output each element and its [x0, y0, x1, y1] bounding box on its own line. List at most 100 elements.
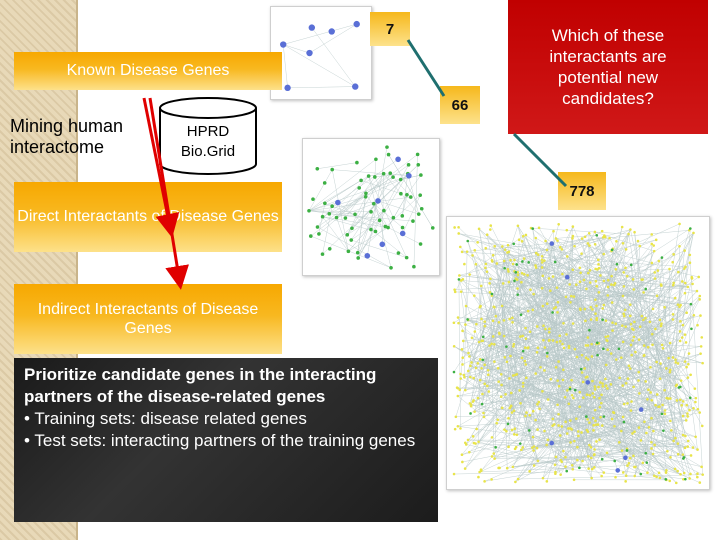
network-edge — [471, 349, 608, 363]
indirect-node — [625, 274, 629, 278]
indirect-node — [673, 296, 677, 300]
indirect-node — [632, 335, 636, 339]
indirect-node — [526, 273, 529, 277]
indirect-node — [513, 258, 516, 262]
indirect-node — [559, 473, 562, 476]
indirect-node — [468, 273, 471, 276]
network-edge — [586, 416, 696, 437]
count-badge-778: 778 — [558, 172, 606, 210]
direct-node — [400, 225, 405, 230]
network-edge — [311, 27, 356, 87]
network-edge — [685, 232, 694, 267]
indirect-node — [587, 455, 590, 458]
indirect-node — [453, 290, 457, 294]
direct-node — [600, 457, 604, 461]
indirect-node — [535, 446, 539, 450]
indirect-interactants-box: Indirect Interactants of Disease Genes — [14, 284, 282, 354]
network-edge — [506, 224, 559, 432]
indirect-node — [696, 407, 700, 411]
network-edge — [308, 196, 411, 211]
indirect-node — [650, 233, 654, 236]
indirect-node — [673, 467, 677, 471]
network-edge — [317, 206, 333, 228]
indirect-node — [626, 402, 629, 405]
indirect-node — [644, 380, 648, 383]
indirect-node — [604, 377, 607, 381]
network-edge — [517, 229, 631, 289]
indirect-node — [470, 336, 474, 340]
indirect-node — [479, 469, 483, 473]
indirect-node — [610, 301, 614, 304]
direct-node — [506, 422, 510, 426]
network-edge — [336, 164, 409, 218]
network-edge — [494, 267, 580, 459]
indirect-node — [468, 355, 471, 358]
direct-node — [677, 386, 681, 389]
direct-node — [419, 173, 423, 177]
indirect-node — [524, 363, 528, 366]
direct-node — [353, 212, 357, 217]
direct-node — [322, 181, 327, 185]
indirect-node — [505, 360, 509, 364]
direct-node — [585, 415, 588, 418]
indirect-node — [510, 428, 514, 432]
indirect-node — [683, 291, 687, 295]
indirect-node — [453, 226, 456, 229]
indirect-node — [646, 471, 649, 474]
indirect-node — [671, 318, 675, 321]
indirect-node — [681, 414, 685, 418]
network-edge — [523, 236, 626, 311]
direct-node — [385, 145, 389, 149]
indirect-node — [630, 400, 633, 403]
count-badge-7: 7 — [370, 12, 410, 46]
indirect-node — [500, 304, 504, 308]
indirect-node — [695, 289, 699, 293]
indirect-node — [511, 374, 515, 377]
network-edge — [557, 240, 596, 270]
indirect-node — [631, 278, 635, 281]
network-edge — [535, 265, 678, 472]
network-edge — [351, 177, 394, 241]
indirect-node — [558, 245, 562, 249]
network-edge — [647, 232, 694, 473]
network-edge — [581, 432, 688, 447]
network-edge — [336, 173, 384, 218]
network-edge — [518, 474, 703, 480]
indirect-node — [658, 318, 662, 322]
indirect-node — [453, 288, 456, 291]
indirect-interactants-label: Indirect Interactants of Disease Genes — [37, 300, 259, 337]
network-edge — [473, 400, 580, 469]
indirect-node — [638, 244, 642, 248]
disease-node — [308, 24, 316, 31]
network-edge — [645, 318, 652, 443]
network-edge — [660, 230, 690, 327]
direct-node — [327, 246, 332, 251]
network-edge — [478, 228, 558, 303]
indirect-node — [620, 449, 624, 452]
indirect-node — [689, 454, 693, 457]
indirect-node — [507, 445, 510, 449]
network-edge — [501, 396, 664, 431]
direct-node — [391, 175, 395, 179]
network-edge — [347, 210, 385, 235]
indirect-node — [671, 313, 675, 316]
network-edge — [478, 441, 573, 470]
indirect-node — [667, 397, 670, 400]
indirect-node — [571, 467, 575, 471]
indirect-node — [488, 344, 491, 347]
indirect-node — [688, 477, 691, 480]
network-edge — [374, 176, 394, 218]
direct-node — [639, 472, 643, 476]
direct-node — [317, 232, 321, 236]
network-edge — [388, 154, 433, 228]
indirect-node — [502, 334, 506, 338]
indirect-node — [507, 270, 510, 273]
indirect-node — [537, 226, 541, 230]
network-edge — [283, 44, 356, 87]
indirect-node — [509, 391, 513, 395]
network-edge — [402, 195, 421, 234]
indirect-node — [674, 361, 678, 364]
network-edge — [351, 220, 380, 241]
network-edge — [513, 410, 608, 454]
indirect-node — [586, 336, 590, 339]
